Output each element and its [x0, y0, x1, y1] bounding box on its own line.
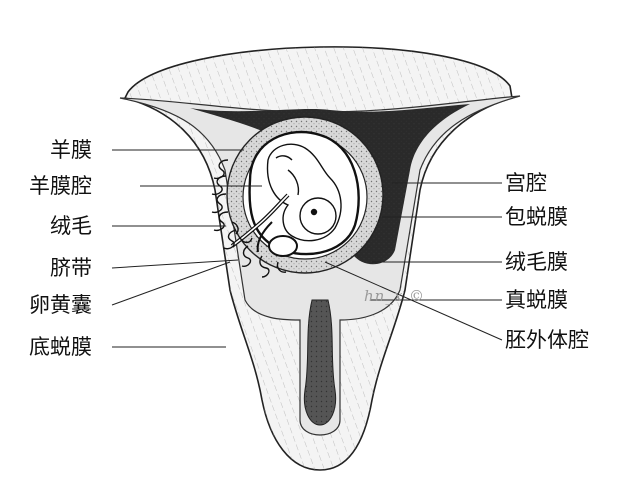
embryo [266, 143, 342, 242]
label-decidua-basalis: 底蜕膜 [29, 335, 92, 359]
label-amnion: 羊膜 [50, 138, 92, 162]
label-chorion: 绒毛膜 [505, 250, 568, 274]
label-decidua-capsularis: 包蜕膜 [505, 205, 568, 229]
label-uterine-cavity: 宫腔 [505, 171, 547, 195]
watermark: hn_x © [364, 287, 426, 305]
label-decidua-parietalis: 真蜕膜 [505, 288, 568, 312]
label-villi: 绒毛 [50, 214, 92, 238]
label-yolk-sac: 卵黄囊 [29, 293, 92, 317]
leader-lines-left [111, 149, 262, 348]
label-extraembryonic-coelom: 胚外体腔 [505, 328, 589, 352]
yolk-sac-stalk [256, 221, 273, 253]
chorionic-villi [211, 159, 287, 278]
label-umbilical-cord: 脐带 [50, 256, 92, 280]
leader-lines-right [324, 182, 503, 341]
label-amniotic-cavity: 羊膜腔 [29, 174, 92, 198]
yolk-sac [268, 235, 298, 257]
